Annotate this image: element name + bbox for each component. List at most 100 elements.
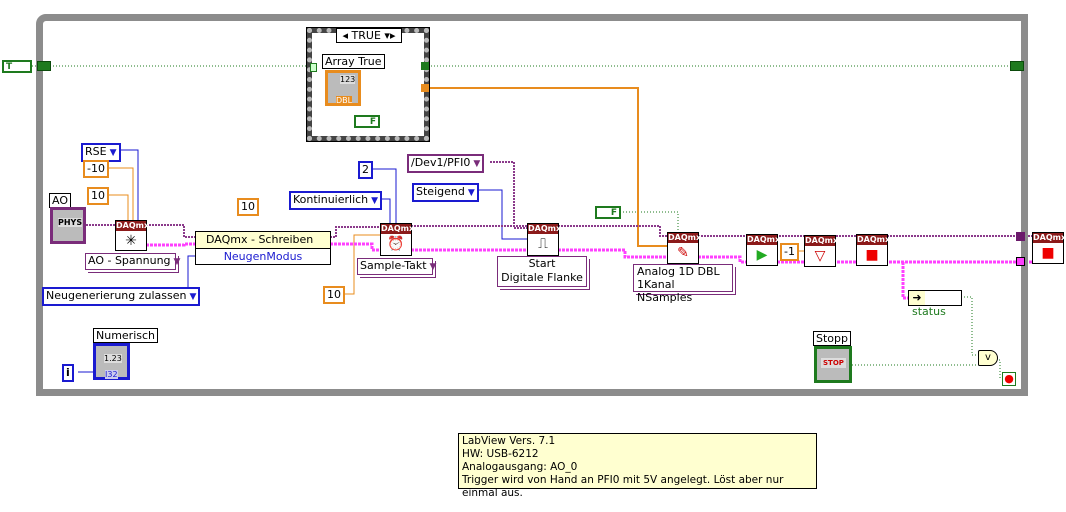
false-constant[interactable]: F bbox=[354, 115, 380, 128]
array-label: Array True bbox=[322, 54, 385, 69]
node-header: DAQmx bbox=[1033, 233, 1066, 243]
error-wire bbox=[146, 242, 195, 247]
array-constant[interactable]: 123 DBL bbox=[325, 70, 361, 106]
stop-button-terminal[interactable]: STOP bbox=[814, 346, 852, 383]
enum-wire bbox=[118, 149, 139, 220]
samples-constant[interactable]: 2 bbox=[358, 161, 373, 179]
write-type-line2: 1Kanal NSamples bbox=[637, 278, 693, 304]
error-wire bbox=[330, 242, 380, 252]
node-header: DAQmx bbox=[747, 235, 781, 245]
write-pencil-icon: ✎ bbox=[677, 245, 689, 261]
wait-icon: ▽ bbox=[814, 248, 826, 264]
comment-line: LabView Vers. 7.1 bbox=[462, 435, 556, 447]
numeric-wire bbox=[341, 234, 380, 295]
loop-condition-icon[interactable]: ● bbox=[1002, 372, 1016, 386]
comment-line: HW: USB-6212 bbox=[462, 448, 539, 460]
clear-task-icon: ■ bbox=[1041, 245, 1055, 261]
write-type-line1: Analog 1D DBL bbox=[637, 265, 720, 278]
stop-button-label: STOP bbox=[821, 358, 846, 368]
iteration-terminal: i bbox=[62, 364, 74, 382]
property-node-title: DAQmx - Schreiben bbox=[196, 232, 330, 249]
task-wire bbox=[490, 161, 527, 229]
node-header: DAQmx bbox=[116, 221, 150, 231]
task-wire bbox=[330, 226, 380, 238]
array-type: DBL bbox=[336, 96, 353, 105]
sample-mode-enum[interactable]: Kontinuierlich▼ bbox=[289, 191, 383, 210]
clock-icon: ⏰ bbox=[387, 236, 405, 252]
daqmx-trigger-node[interactable]: DAQmx ⎍ bbox=[527, 223, 562, 256]
daqmx-write-property-node[interactable]: DAQmx - Schreiben NeugenModus bbox=[195, 231, 331, 265]
daqmx-start-node[interactable]: DAQmx ▶ bbox=[746, 234, 781, 266]
numeric-wire bbox=[106, 194, 129, 220]
numeric-value: 1.23 bbox=[104, 354, 122, 363]
daqmx-create-channel-node[interactable]: DAQmx ✳ bbox=[115, 220, 150, 251]
min-value-constant[interactable]: -10 bbox=[83, 160, 109, 178]
comment-line: Analogausgang: AO_0 bbox=[462, 461, 578, 473]
daqmx-write-node[interactable]: DAQmx ✎ bbox=[667, 232, 702, 264]
regen-mode-enum[interactable]: Neugenerierung zulassen▼ bbox=[42, 287, 201, 306]
trigger-type-line2: Digitale Flanke bbox=[501, 271, 583, 284]
false-constant-autostart[interactable]: F bbox=[595, 206, 621, 219]
case-selector-terminal bbox=[310, 63, 317, 72]
rate-constant[interactable]: 10 bbox=[323, 286, 345, 304]
shift-register-right bbox=[1010, 61, 1024, 71]
node-header: DAQmx bbox=[668, 233, 702, 243]
daqmx-wait-node[interactable]: DAQmx ▽ bbox=[804, 235, 839, 267]
error-wire bbox=[558, 248, 667, 259]
status-label: status bbox=[912, 305, 946, 318]
numeric-indicator: 1.23 I32 bbox=[93, 343, 130, 380]
timing-type-selector[interactable]: Sample-Takt▼ bbox=[357, 258, 436, 275]
bool-wire bbox=[961, 296, 980, 356]
daqmx-stop-node[interactable]: DAQmx■ bbox=[856, 234, 890, 266]
ao-label: AO bbox=[49, 193, 71, 208]
write-type-selector[interactable]: Analog 1D DBL 1Kanal NSamples bbox=[633, 264, 733, 304]
while-loop bbox=[36, 14, 1028, 396]
task-wire bbox=[146, 224, 195, 238]
bool-wire bbox=[996, 359, 1003, 379]
node-header: DAQmx bbox=[528, 224, 562, 234]
node-header: DAQmx bbox=[381, 224, 415, 234]
case-tunnel-bool bbox=[421, 62, 429, 70]
shift-register-left bbox=[37, 61, 51, 71]
numeric-constant[interactable]: 10 bbox=[237, 198, 259, 216]
timeout-constant[interactable]: -1 bbox=[780, 243, 799, 261]
task-tunnel bbox=[1016, 232, 1025, 241]
or-function: v bbox=[978, 350, 998, 366]
comment-box: LabView Vers. 7.1 HW: USB-6212 Analogaus… bbox=[458, 433, 817, 499]
stop-task-icon: ■ bbox=[865, 247, 879, 263]
numeric-wire bbox=[360, 87, 667, 247]
property-item[interactable]: NeugenModus bbox=[223, 250, 303, 263]
create-channel-icon: ✳ bbox=[125, 233, 137, 249]
node-header: DAQmx bbox=[805, 236, 839, 246]
bool-wire bbox=[620, 211, 679, 232]
numeric-type: I32 bbox=[105, 370, 118, 379]
true-constant[interactable]: T bbox=[2, 60, 32, 73]
unbundle-status: ➜status bbox=[908, 290, 962, 318]
channel-type-selector[interactable]: AO - Spannung▼ bbox=[85, 253, 180, 270]
numeric-label: Numerisch bbox=[93, 328, 159, 343]
enum-wire bbox=[368, 168, 397, 223]
case-selector[interactable]: ◂ TRUE ▾▸ bbox=[336, 28, 402, 43]
ao-channel-type: PHYS bbox=[58, 218, 83, 227]
digital-edge-icon: ⎍ bbox=[538, 236, 548, 252]
stop-label: Stopp bbox=[813, 331, 851, 346]
daqmx-timing-node[interactable]: DAQmx ⏰ bbox=[380, 223, 415, 256]
trigger-type-line1: Start bbox=[528, 257, 556, 270]
trigger-type-selector[interactable]: Start Digitale Flanke bbox=[497, 256, 587, 287]
trigger-source-control[interactable]: /Dev1/PFI0▼ bbox=[407, 154, 485, 173]
unbundle-arrow-icon: ➜ bbox=[909, 291, 925, 305]
error-tunnel bbox=[1016, 257, 1025, 266]
array-element: 123 bbox=[340, 75, 356, 84]
error-wire bbox=[901, 262, 908, 300]
ao-channel-control[interactable]: PHYS bbox=[50, 207, 86, 244]
case-tunnel-array bbox=[421, 84, 429, 92]
trigger-edge-enum[interactable]: Steigend▼ bbox=[412, 183, 479, 202]
case-selector-value: TRUE bbox=[351, 29, 381, 42]
numeric-wire bbox=[106, 167, 134, 220]
daqmx-clear-node[interactable]: DAQmx ■ bbox=[1032, 232, 1066, 264]
start-icon: ▶ bbox=[756, 247, 768, 263]
enum-wire bbox=[471, 189, 527, 240]
max-value-constant[interactable]: 10 bbox=[87, 187, 109, 205]
comment-line: Trigger wird von Hand an PFI0 mit 5V ang… bbox=[462, 474, 784, 499]
